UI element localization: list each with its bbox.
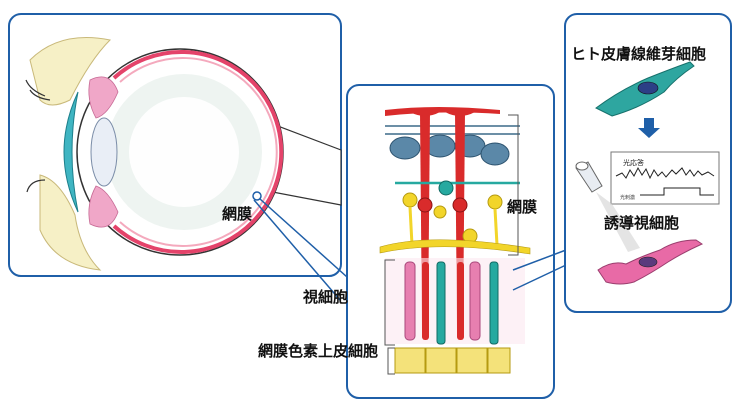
down-arrow-icon [638, 118, 660, 138]
induced-cell-nucleus [638, 256, 658, 268]
label-retina-layer: 網膜 [507, 198, 538, 216]
connector-line-upper [259, 198, 348, 278]
connector-right-upper [512, 249, 567, 271]
label-trace-tag: 光刺激 [620, 195, 636, 201]
eye-illustration [25, 37, 342, 271]
induced-photoreceptor-cell [597, 239, 704, 285]
retina-layers-illustration [379, 107, 531, 375]
stimulus-trace [640, 187, 714, 196]
connector-right-lower [512, 264, 567, 291]
label-trace-title: 光応答 [623, 159, 644, 167]
label-fibroblast: ヒト皮膚線維芽細胞 [571, 45, 707, 63]
fibroblast-nucleus [637, 81, 659, 95]
photo-response-trace [615, 166, 715, 180]
label-rpe: 網膜色素上皮細胞 [258, 342, 379, 360]
label-retina-eye: 網膜 [222, 205, 253, 223]
electrode-probe-icon [575, 161, 603, 193]
connector-line-lower [253, 199, 341, 301]
fibroblast-cell [595, 61, 695, 117]
label-induced-photoreceptor: 誘導視細胞 [604, 214, 680, 232]
label-photoreceptor: 視細胞 [303, 288, 349, 306]
